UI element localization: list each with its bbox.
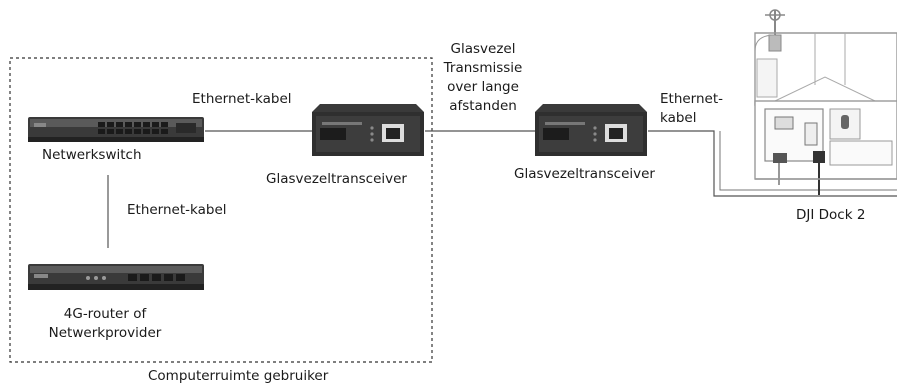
ethernet-cable-label-top: Ethernet-kabel [192,91,292,107]
ethernet-cable-label-right: Ethernet- kabel [660,91,724,126]
room-boundary [9,57,433,363]
network-switch-label: Netwerkswitch [42,147,142,163]
network-switch-icon [28,117,204,142]
transceiver-label-1: Glasvezeltransceiver [266,171,407,187]
room-label: Computerruimte gebruiker [148,368,329,384]
fiber-transmission-label: Glasvezel Transmissie over lange afstand… [443,41,523,114]
ethernet-cable-transceiver-dock [648,130,897,197]
dji-dock-label: DJI Dock 2 [796,207,866,223]
ethernet-cable-label-left: Ethernet-kabel [127,202,227,218]
fiber-transceiver-icon [312,104,424,156]
dji-dock-icon [754,9,897,195]
router-label: 4G-router of Netwerkprovider [48,306,162,341]
4g-router-icon [28,264,204,290]
transceiver-label-2: Glasvezeltransceiver [514,166,655,182]
fiber-transceiver-icon [535,104,647,156]
